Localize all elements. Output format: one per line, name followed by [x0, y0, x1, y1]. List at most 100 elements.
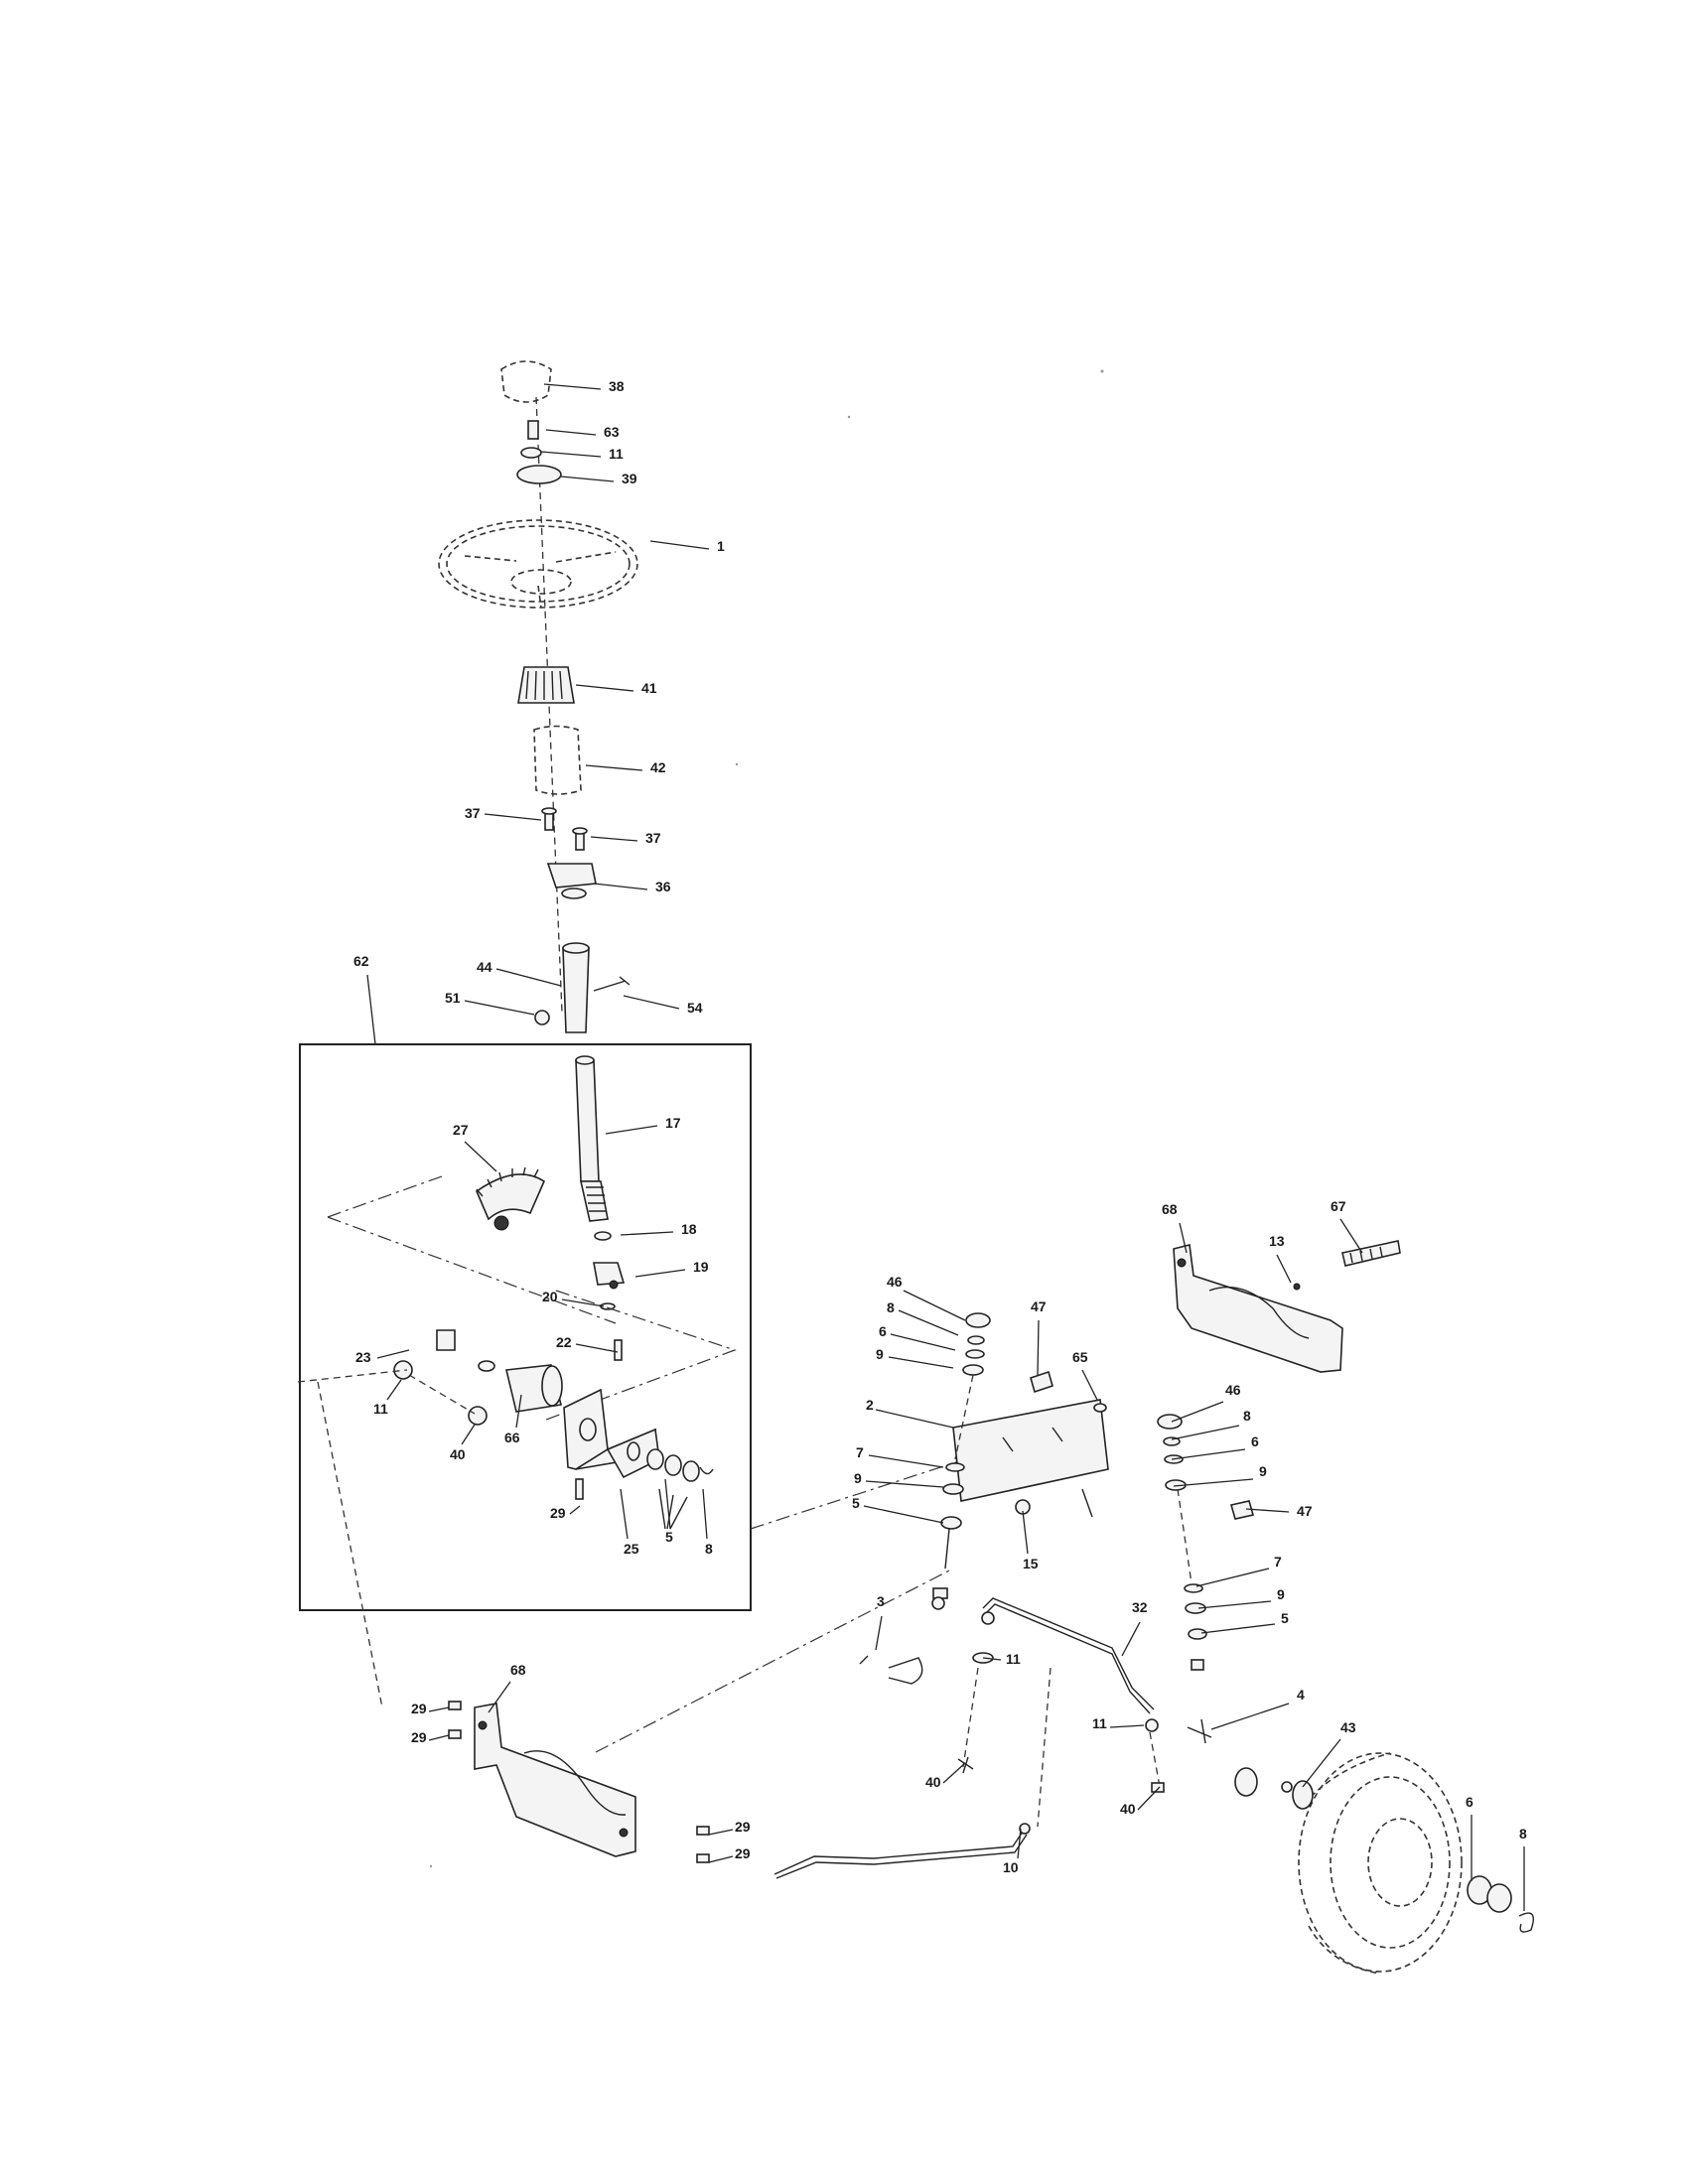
leader-line [1210, 1703, 1290, 1730]
callout-9a: 9 [876, 1346, 954, 1369]
part-number-label: 9 [1259, 1463, 1267, 1479]
wheel-washer-8 [1486, 1883, 1512, 1913]
callout-7a: 7 [856, 1444, 944, 1468]
part-number-label: 7 [1274, 1554, 1282, 1570]
callout-42: 42 [585, 759, 666, 775]
callout-11a: 11 [540, 446, 624, 462]
leader-line [569, 1505, 581, 1515]
leader-line [903, 1290, 966, 1321]
leader-line [1121, 1621, 1141, 1657]
leader-line [560, 476, 615, 482]
small-washer [520, 447, 542, 459]
part-number-label: 6 [1251, 1433, 1259, 1449]
part-number-label: 18 [681, 1221, 697, 1237]
part-number-label: 4 [1297, 1687, 1305, 1703]
gear-axis-lines [327, 1175, 737, 1421]
leader-line [1339, 1218, 1363, 1254]
leader-line [1171, 1448, 1246, 1460]
wheel-clip [1518, 1912, 1534, 1933]
leader-line [1109, 1724, 1145, 1728]
part-number-label: 42 [650, 759, 666, 775]
part-number-label: 10 [1003, 1859, 1019, 1875]
part-number-label: 25 [624, 1541, 639, 1557]
gear-bracket [593, 1262, 626, 1286]
leader-line [590, 836, 638, 842]
callout-37a: 37 [465, 805, 542, 821]
steering-disc [516, 465, 562, 484]
spindle [1187, 1718, 1258, 1797]
callout-8d: 8 [1519, 1826, 1527, 1911]
part-number-label: 68 [510, 1662, 526, 1678]
part-number-label: 19 [693, 1259, 709, 1275]
part-number-label: 47 [1031, 1298, 1047, 1314]
part-number-label: 27 [453, 1122, 469, 1138]
part-number-label: 41 [641, 680, 657, 696]
gear-washer [594, 1231, 612, 1241]
leader-line [634, 1269, 686, 1278]
callout-7b: 7 [1195, 1554, 1282, 1587]
frame-axis-left [317, 1381, 383, 1708]
drag-link-axis [1037, 1667, 1052, 1828]
leader-line [868, 1454, 944, 1468]
part-number-label: 5 [665, 1529, 673, 1545]
steering-arm [859, 1596, 945, 1685]
callout-11c: 11 [982, 1651, 1021, 1667]
lower-steering-shaft [575, 1055, 609, 1222]
callout-15: 15 [1022, 1510, 1039, 1571]
leader-line [620, 1488, 629, 1540]
callout-37b: 37 [590, 830, 661, 846]
leader-line [865, 1480, 944, 1488]
leader-line [1137, 1786, 1161, 1811]
leader-line [1037, 1319, 1040, 1376]
part-number-label: 65 [1072, 1349, 1088, 1365]
left-spindle-stack [932, 1312, 991, 1599]
leader-line [623, 995, 680, 1010]
leader-line [1200, 1623, 1276, 1634]
callout-68b: 68 [488, 1662, 526, 1713]
left-bracket-bolts [448, 1701, 710, 1863]
part-number-label: 54 [687, 1000, 703, 1016]
part-number-label: 5 [852, 1495, 860, 1511]
callout-41: 41 [575, 680, 657, 696]
callout-6c: 6 [1466, 1794, 1474, 1881]
callout-63: 63 [545, 424, 620, 440]
pivot-bearing [478, 1360, 563, 1413]
part-number-label: 1 [717, 538, 725, 554]
part-number-label: 15 [1023, 1556, 1039, 1571]
callout-22: 22 [556, 1334, 619, 1353]
part-number-label: 46 [1225, 1382, 1241, 1398]
callout-43: 43 [1302, 1719, 1356, 1788]
sector-gear [476, 1166, 546, 1231]
pivot-bolt [1341, 1240, 1401, 1267]
part-number-label: 6 [879, 1323, 887, 1339]
callout-6a: 6 [879, 1323, 956, 1351]
callout-36: 36 [593, 879, 671, 894]
leader-line [620, 1231, 674, 1236]
part-number-label: 23 [355, 1349, 371, 1365]
shaft-nut [534, 1010, 550, 1025]
callout-13: 13 [1269, 1233, 1292, 1284]
leader-line [1171, 1425, 1240, 1440]
front-axle [952, 1399, 1109, 1518]
callout-39: 39 [560, 471, 637, 486]
callout-38: 38 [543, 378, 625, 394]
callout-65: 65 [1072, 1349, 1098, 1401]
callout-18: 18 [620, 1221, 697, 1237]
callout-5b: 5 [852, 1495, 944, 1524]
leader-line [1195, 1568, 1270, 1587]
part-number-label: 66 [504, 1430, 520, 1445]
part-number-label: 40 [450, 1446, 466, 1462]
callout-2: 2 [866, 1397, 954, 1429]
part-number-label: 29 [550, 1505, 566, 1521]
leader-line [1022, 1510, 1029, 1555]
leader-line [664, 1478, 671, 1530]
part-number-label: 6 [1466, 1794, 1474, 1810]
steering-gear-kit-box [297, 1043, 752, 1611]
callout-5a: 5 [664, 1478, 673, 1545]
tie-rod-axis [962, 1667, 1161, 1788]
nut-40 [468, 1406, 488, 1426]
column-bolts [541, 807, 588, 851]
part-number-label: 8 [887, 1299, 895, 1315]
